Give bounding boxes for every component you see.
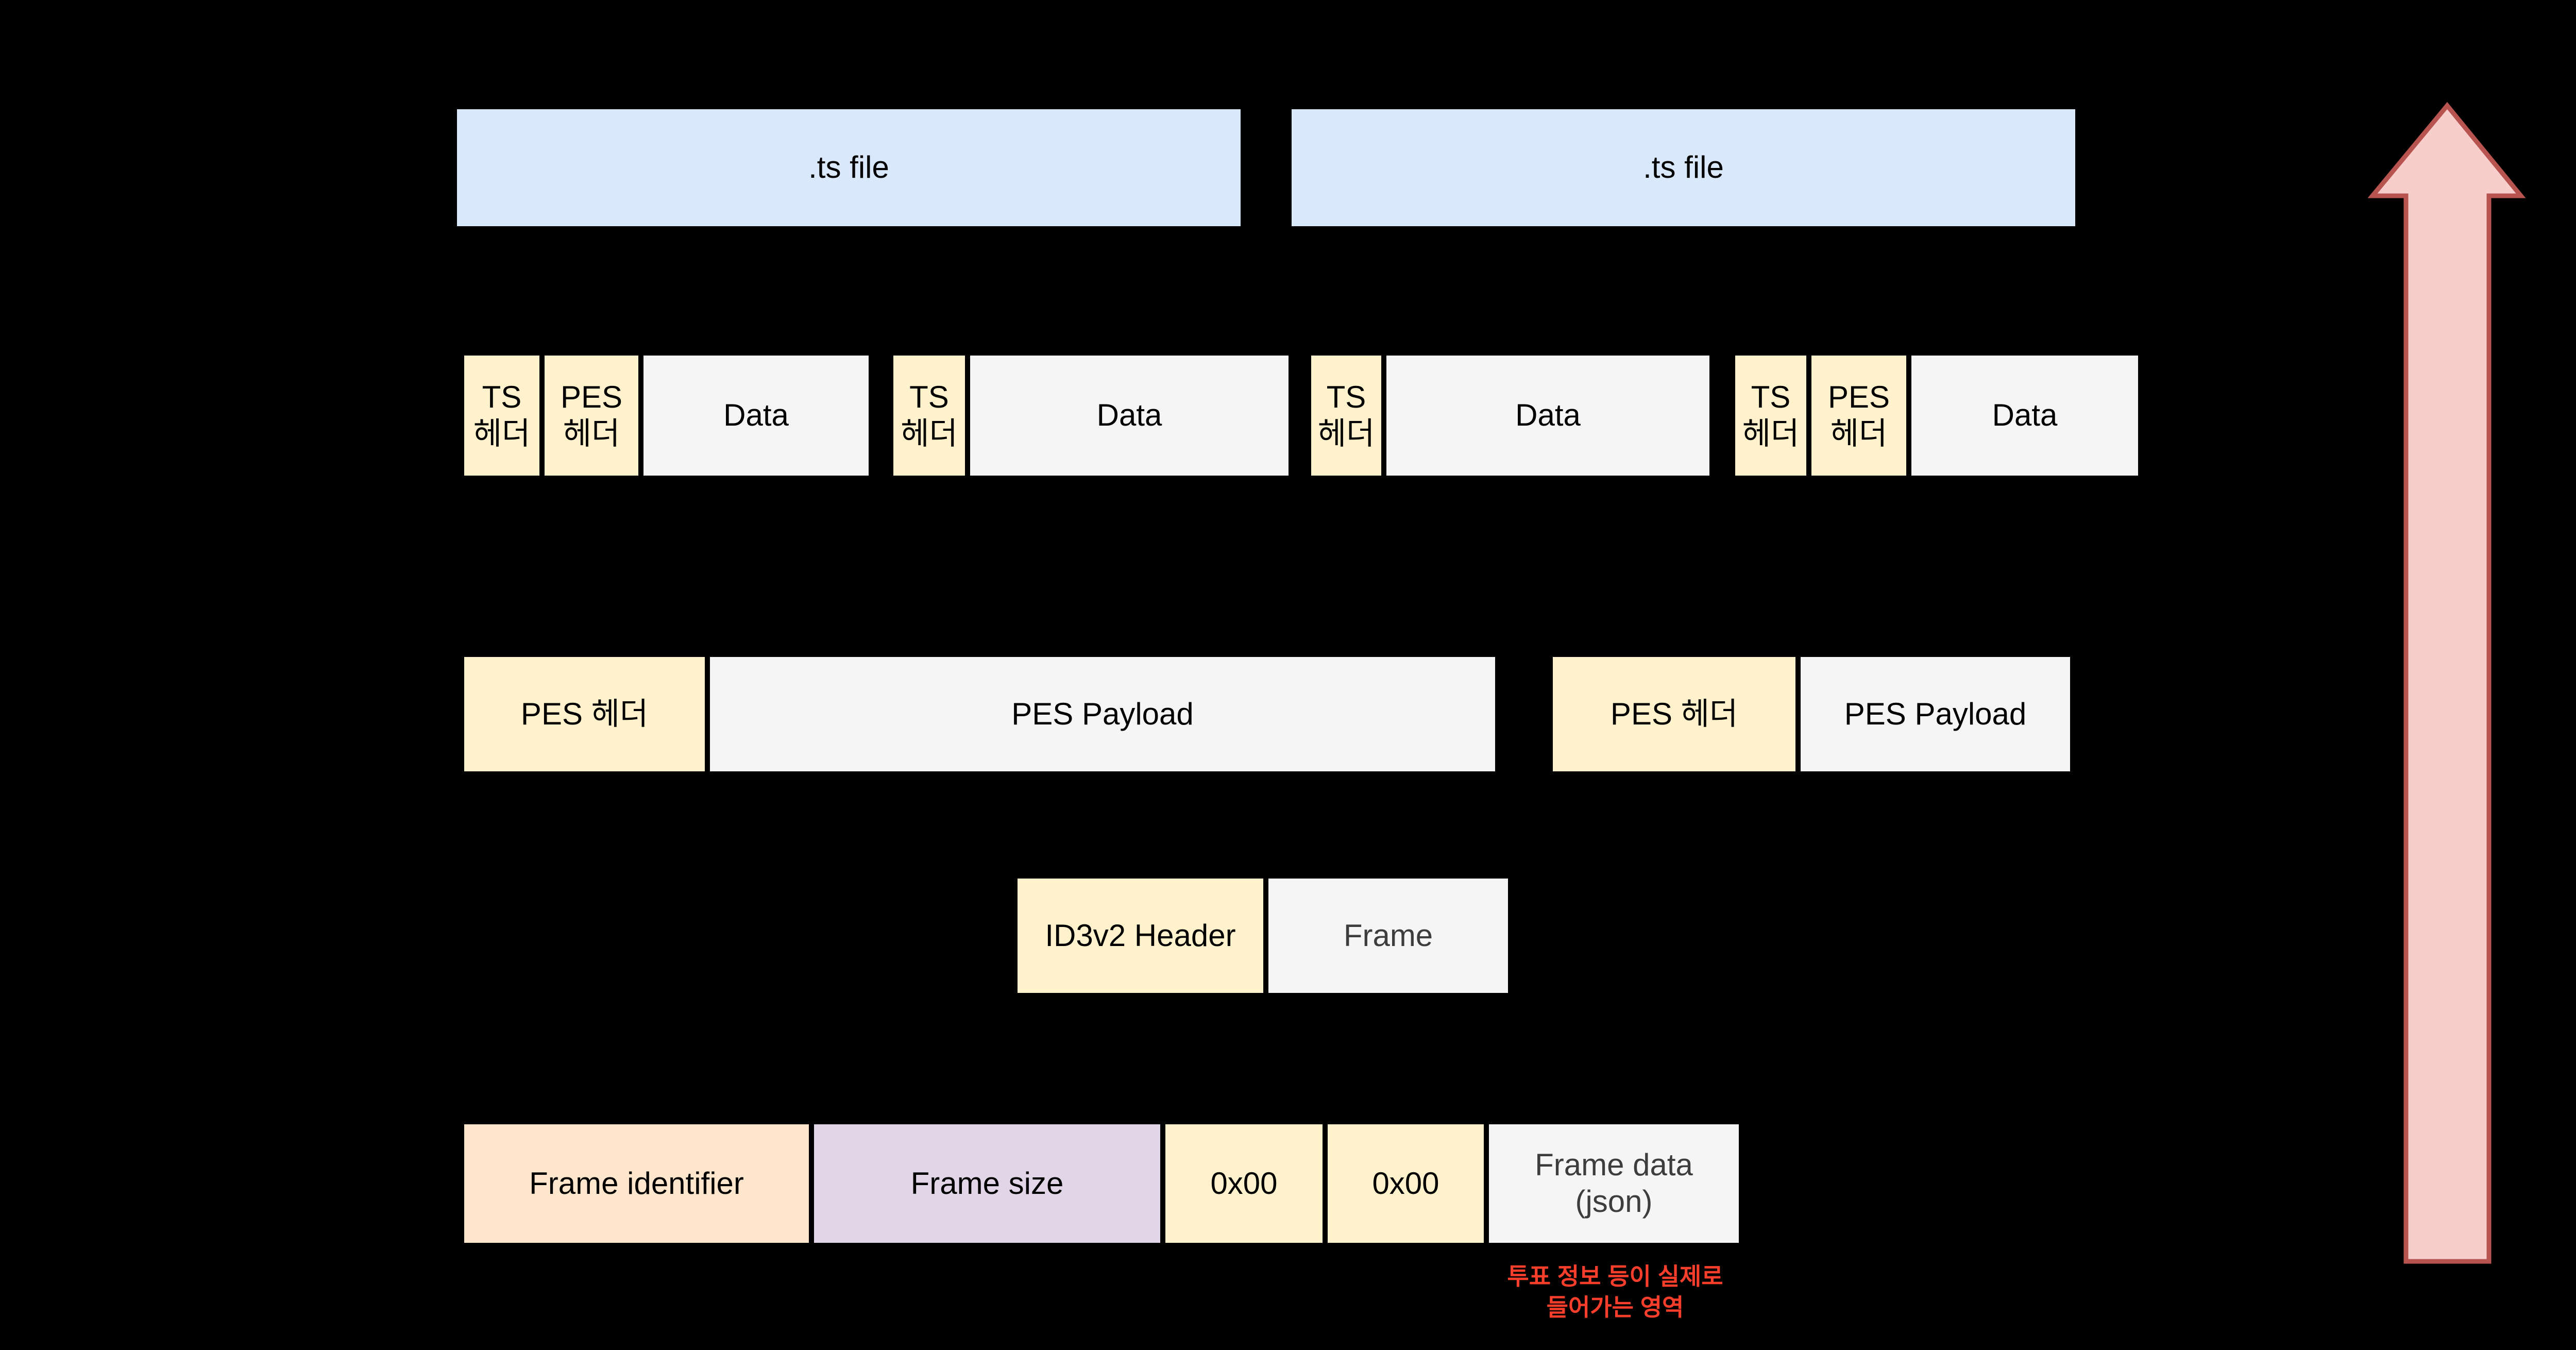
ts-label: TS — [909, 379, 949, 414]
ts-header-box: TS 헤더 — [1311, 356, 1381, 476]
zero-byte-box: 0x00 — [1328, 1124, 1484, 1243]
pes-label: PES — [560, 379, 623, 414]
pes-payload-label: PES Payload — [1844, 696, 2027, 731]
zero-byte-label: 0x00 — [1210, 1166, 1278, 1201]
frame-label: Frame — [1343, 918, 1433, 953]
header-kr-label: 헤더 — [563, 416, 620, 451]
data-box: Data — [1911, 356, 2138, 476]
zero-byte-box: 0x00 — [1165, 1124, 1323, 1243]
id3v2-header-box: ID3v2 Header — [1018, 879, 1263, 993]
pes-header-box: PES 헤더 — [1553, 657, 1795, 771]
pes-label: PES — [1827, 379, 1890, 414]
caption-frame-data-note: 투표 정보 등이 실제로 들어가는 영역 — [1453, 1261, 1777, 1323]
pes-payload-box: PES Payload — [1801, 657, 2070, 771]
pes-header-box: PES 헤더 — [1811, 356, 1906, 476]
ts-file-box-2: .ts file — [1292, 109, 2075, 226]
pes-payload-box: PES Payload — [710, 657, 1495, 771]
ts-label: TS — [1326, 379, 1366, 414]
header-kr-label: 헤더 — [1317, 416, 1375, 451]
frame-data-label: Frame data — [1535, 1148, 1693, 1183]
caption-line-1: 투표 정보 등이 실제로 — [1507, 1263, 1723, 1290]
ts-file-box-1: .ts file — [457, 109, 1241, 226]
header-kr-label: 헤더 — [473, 416, 531, 451]
frame-size-box: Frame size — [814, 1124, 1160, 1243]
header-kr-label: 헤더 — [1742, 416, 1800, 451]
ts-header-box: TS 헤더 — [1735, 356, 1806, 476]
frame-size-label: Frame size — [910, 1166, 1064, 1201]
header-kr-label: 헤더 — [1830, 416, 1888, 451]
ts-header-box: TS 헤더 — [464, 356, 539, 476]
pes-header-label: PES 헤더 — [520, 696, 649, 731]
frame-data-box: Frame data (json) — [1489, 1124, 1739, 1243]
pes-header-box: PES 헤더 — [464, 657, 705, 771]
id3v2-header-label: ID3v2 Header — [1045, 918, 1236, 953]
ts-label: TS — [482, 379, 522, 414]
ts-file-label: .ts file — [1643, 150, 1724, 185]
frame-identifier-label: Frame identifier — [529, 1166, 744, 1201]
ts-header-box: TS 헤더 — [893, 356, 965, 476]
pes-header-box: PES 헤더 — [545, 356, 638, 476]
caption-line-2: 들어가는 영역 — [1546, 1293, 1684, 1321]
header-kr-label: 헤더 — [901, 416, 958, 451]
pes-header-label: PES 헤더 — [1610, 696, 1738, 731]
data-box: Data — [970, 356, 1289, 476]
ts-label: TS — [1751, 379, 1791, 414]
frame-identifier-box: Frame identifier — [464, 1124, 809, 1243]
zero-byte-label: 0x00 — [1372, 1166, 1439, 1201]
data-label: Data — [723, 398, 789, 433]
data-box: Data — [1386, 356, 1709, 476]
data-label: Data — [1096, 398, 1162, 433]
frame-box: Frame — [1268, 879, 1508, 993]
frame-data-json-label: (json) — [1575, 1184, 1653, 1219]
data-box: Data — [643, 356, 869, 476]
data-label: Data — [1515, 398, 1581, 433]
pes-payload-label: PES Payload — [1011, 696, 1194, 731]
ts-file-label: .ts file — [808, 150, 889, 185]
data-label: Data — [1992, 398, 2058, 433]
